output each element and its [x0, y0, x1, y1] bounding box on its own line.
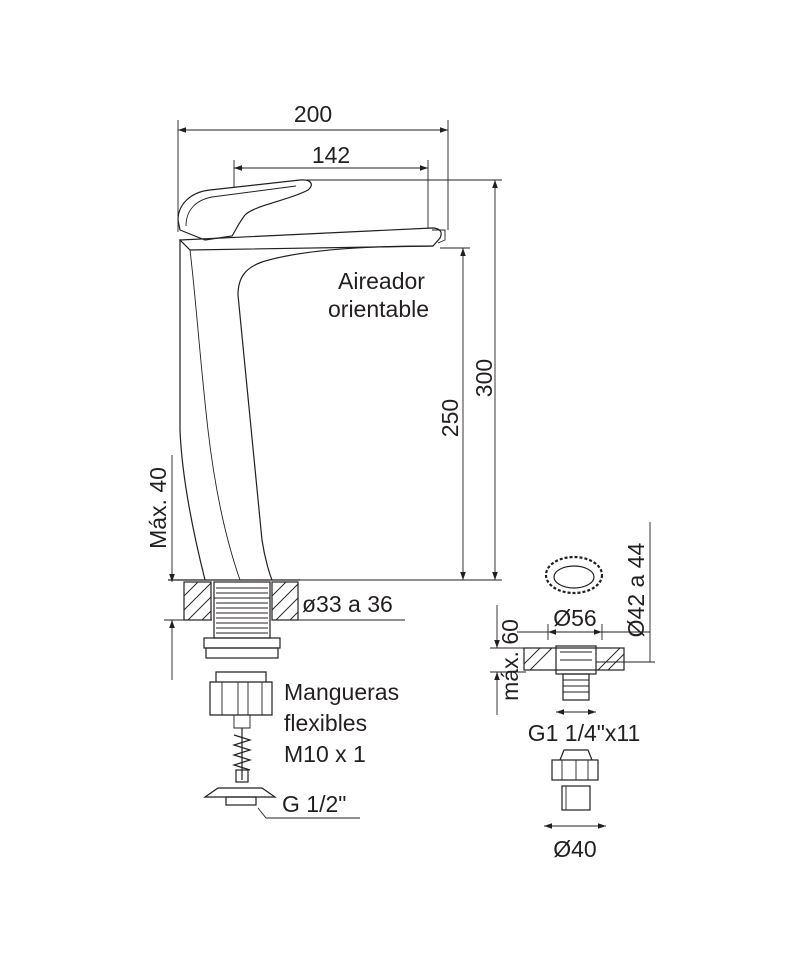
dim-spout-height: 250 [437, 399, 463, 437]
drain-assembly [490, 522, 655, 829]
dim-hole-diameter: ø33 a 36 [302, 591, 393, 617]
dim-drain-cap-diameter: Ø56 [553, 605, 596, 631]
label-hoses-line3: M10 x 1 [284, 741, 366, 767]
threaded-shank [203, 581, 281, 659]
label-inlet-thread: G 1/2" [282, 791, 346, 817]
label-aerator-line2: orientable [328, 296, 429, 322]
label-hoses-line1: Mangueras [284, 679, 399, 705]
dim-spout-reach: 142 [312, 142, 350, 168]
fixing-nut [209, 671, 273, 716]
dim-overall-width: 200 [294, 101, 332, 127]
dim-drain-thread: G1 1/4"x11 [528, 720, 641, 746]
flexible-hose [203, 714, 277, 806]
label-hoses-line2: flexibles [284, 710, 367, 736]
faucet-body [168, 179, 446, 581]
dim-max-deck-thickness: Máx. 40 [145, 467, 171, 549]
dimension-lines [164, 120, 502, 819]
label-aerator-line1: Aireador [338, 268, 425, 294]
dim-drain-hole-range: Ø42 a 44 [623, 542, 649, 637]
dim-total-height: 300 [471, 359, 497, 397]
dim-drain-max-thickness: máx. 60 [497, 619, 523, 701]
dim-drain-outlet-diameter: Ø40 [553, 836, 596, 862]
